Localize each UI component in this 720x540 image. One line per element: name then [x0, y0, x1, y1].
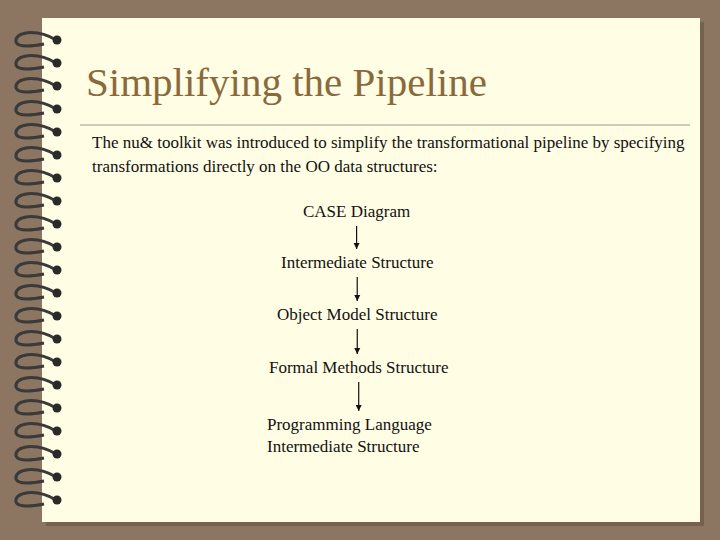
slide-title: Simplifying the Pipeline — [86, 58, 487, 106]
pipeline-stage: CASE Diagram — [299, 199, 414, 225]
pipeline-stage: Object Model Structure — [273, 302, 442, 328]
stage-label: Intermediate Structure — [281, 252, 433, 274]
stage-label: Formal Methods Structure — [269, 357, 448, 379]
body-text: The nu& toolkit was introduced to simpli… — [92, 131, 692, 179]
flow-arrow — [354, 226, 360, 249]
spiral-binding — [16, 33, 62, 506]
flow-arrow — [354, 329, 360, 354]
stage-label: CASE Diagram — [303, 201, 410, 223]
flow-arrow — [356, 382, 362, 411]
pipeline-stage: Intermediate Structure — [277, 250, 437, 276]
stage-label: Object Model Structure — [277, 304, 438, 326]
stage-label: Programming Language Intermediate Struct… — [267, 414, 469, 458]
pipeline-stage: Programming Language Intermediate Struct… — [263, 412, 473, 460]
flow-arrow — [354, 277, 360, 301]
pipeline-stage: Formal Methods Structure — [265, 355, 452, 381]
